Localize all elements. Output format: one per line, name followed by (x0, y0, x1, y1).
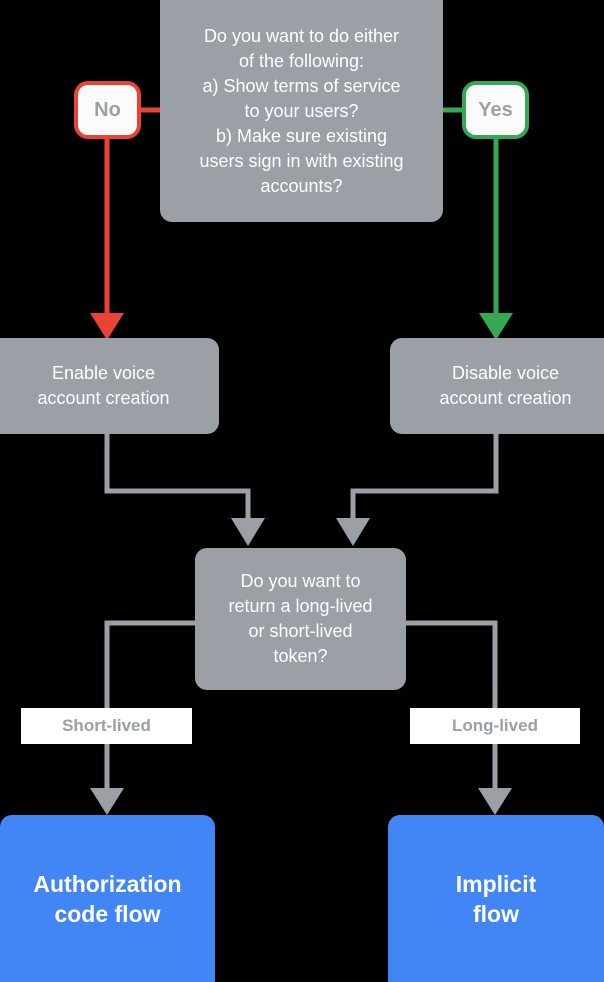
edge-label-long-lived-text: Long-lived (452, 716, 538, 735)
terminal-node-authorization-code-flow[interactable]: Authorization code flow (0, 815, 215, 982)
edge-label-short-lived: Short-lived (21, 708, 192, 744)
terminal-node-implicit-flow[interactable]: Implicit flow (388, 815, 604, 982)
edge-yes-to-disable-arrowhead (479, 313, 513, 340)
badge-no-label: No (94, 98, 121, 121)
process-node-enable-voice-account-creation[interactable]: Enable voice account creation (0, 338, 219, 434)
process-node-disable-voice-account-creation[interactable]: Disable voice account creation (390, 338, 604, 434)
decision-node-terms-of-service-label: Do you want to do either of the followin… (199, 25, 404, 196)
terminal-node-implicit-flow-label: Implicit flow (455, 870, 537, 927)
badge-yes[interactable]: Yes (462, 81, 529, 139)
decision-node-token-lifetime-label: Do you want to return a long-lived or sh… (228, 571, 373, 666)
edge-token-to-implicit-arrowhead (478, 788, 512, 815)
edge-token-to-auth-arrowhead (90, 788, 124, 815)
decision-node-terms-of-service[interactable]: Do you want to do either of the followin… (160, 0, 443, 222)
edge-disable-to-token-line (350, 434, 499, 520)
edge-label-short-lived-text: Short-lived (62, 716, 151, 735)
edge-enable-to-token-line (104, 434, 251, 520)
process-node-enable-voice-account-creation-label: Enable voice account creation (37, 363, 170, 408)
terminal-node-authorization-code-flow-label: Authorization code flow (33, 870, 182, 927)
process-node-disable-voice-account-creation-label: Disable voice account creation (439, 363, 572, 408)
edge-enable-to-token-arrowhead (231, 518, 265, 546)
edge-disable-to-token-arrowhead (336, 518, 370, 546)
edge-token-to-implicit-line (406, 620, 498, 790)
edge-label-long-lived: Long-lived (410, 708, 580, 744)
edge-no-to-enable-arrowhead (90, 313, 124, 340)
badge-no[interactable]: No (74, 81, 141, 139)
decision-node-token-lifetime[interactable]: Do you want to return a long-lived or sh… (195, 548, 406, 690)
badge-yes-label: Yes (478, 98, 513, 121)
edge-token-to-auth-line (104, 620, 195, 790)
